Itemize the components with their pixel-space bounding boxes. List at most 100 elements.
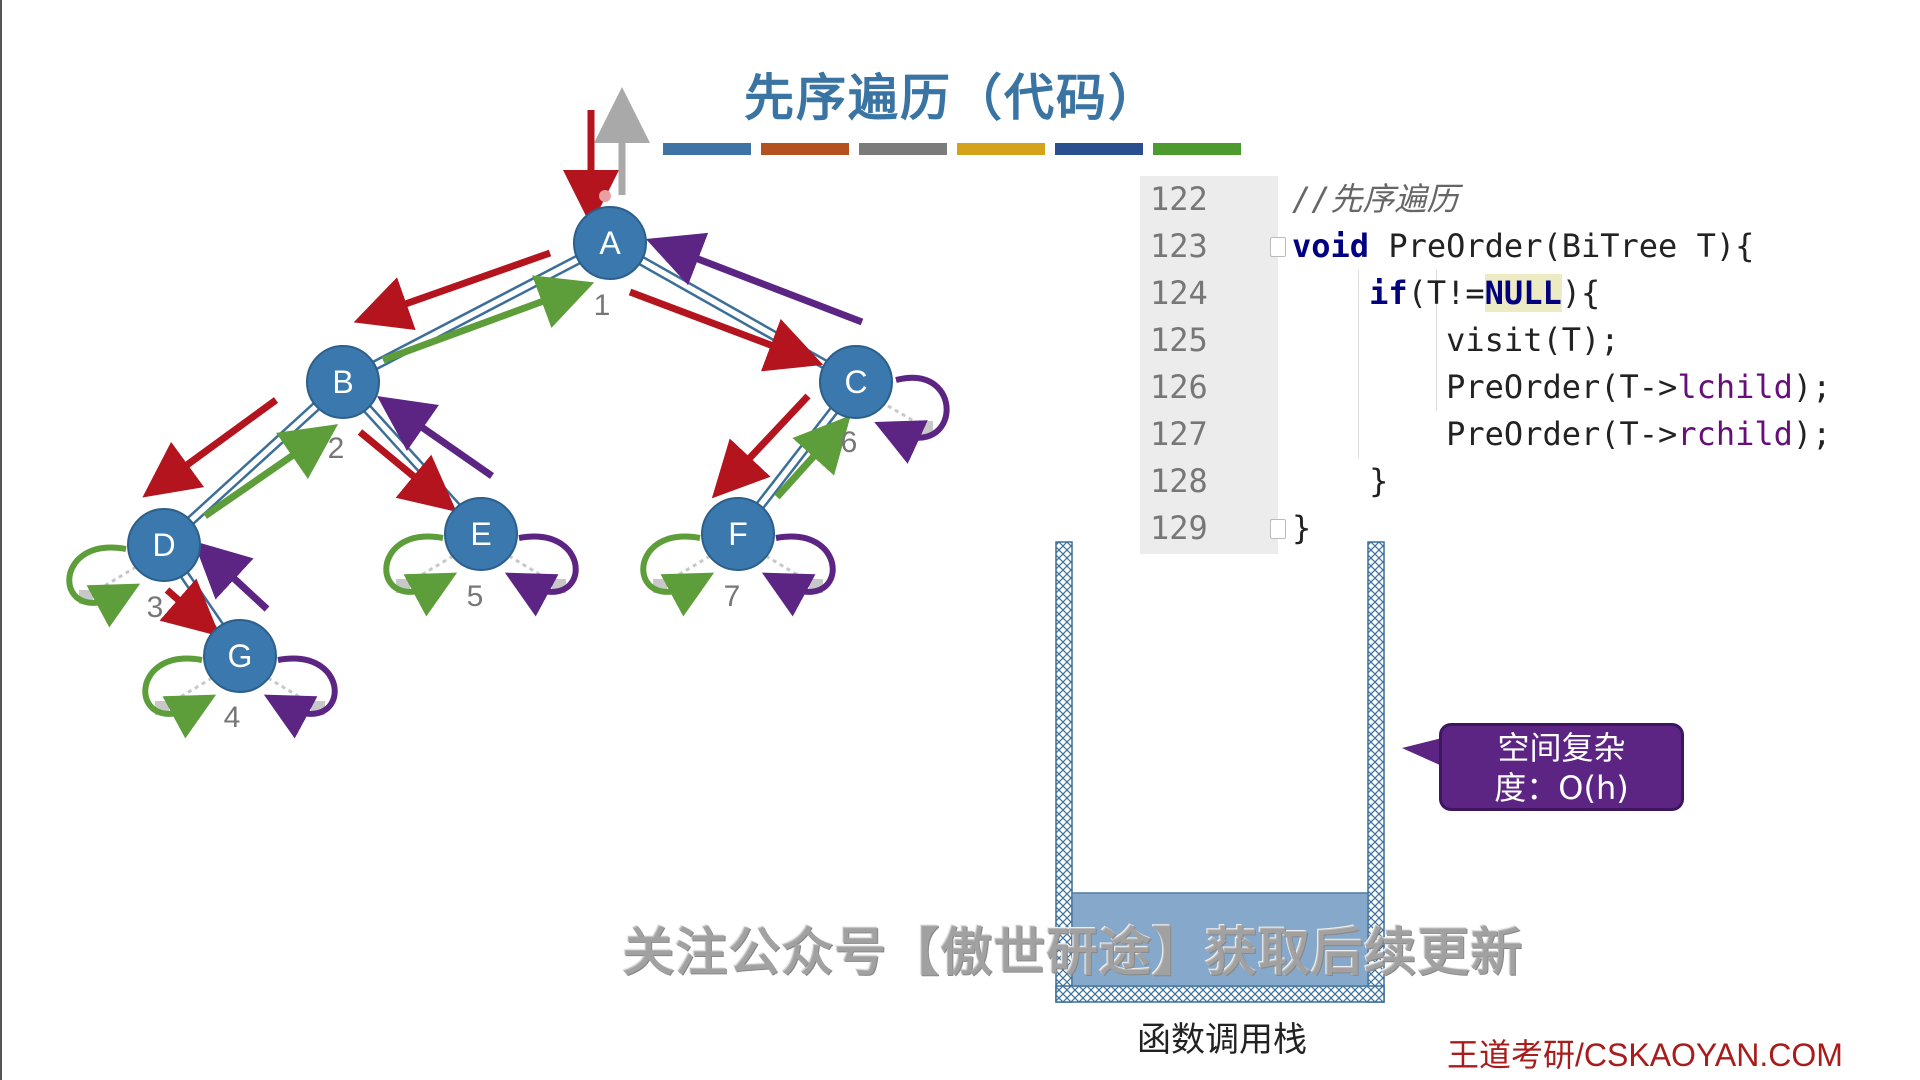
- line-number: 126: [1150, 368, 1208, 406]
- visit-order-E: 5: [467, 580, 484, 613]
- edge-A-B: [340, 238, 609, 380]
- slide-title: 先序遍历（代码）: [744, 68, 1160, 127]
- fold-marker-icon[interactable]: [1270, 237, 1286, 257]
- line-number: 125: [1150, 321, 1208, 359]
- tree-node-label-E: E: [470, 516, 491, 552]
- function-call-stack: [1055, 541, 1385, 1003]
- code-text: PreOrder(T->rchild);: [1292, 415, 1832, 453]
- tree-node-label-B: B: [332, 364, 353, 400]
- tree-node-E: [444, 497, 518, 571]
- color-stripe-3: [859, 143, 947, 155]
- descend-arrow-B-E: [357, 429, 457, 512]
- tree-node-label-C: C: [844, 364, 867, 400]
- visit-order-A: 1: [594, 289, 611, 322]
- line-number: 123: [1150, 227, 1208, 265]
- descend-arrow-A-B: [353, 249, 552, 331]
- tree-node-C: [819, 345, 893, 419]
- tree-node-label-A: A: [599, 225, 621, 261]
- code-text: }: [1292, 462, 1389, 500]
- null-loop-F-left-null-link: [659, 554, 711, 588]
- code-line-126: 126 PreOrder(T->lchild);: [1140, 364, 1860, 411]
- line-number: 122: [1150, 180, 1208, 218]
- code-line-125: 125 visit(T);: [1140, 317, 1860, 364]
- stack-caption: 函数调用栈: [1137, 1020, 1307, 1060]
- code-line-127: 127 PreOrder(T->rchild);: [1140, 411, 1860, 458]
- tree-node-label-D: D: [152, 527, 175, 563]
- null-loop-F-left: [640, 533, 715, 617]
- edge-B-D: [160, 378, 342, 543]
- visit-order-C: 6: [841, 426, 858, 459]
- traversal-arrows: [66, 87, 950, 739]
- ascend-arrow-F-C: [774, 415, 851, 500]
- tree-node-label-G: G: [228, 638, 253, 674]
- space-complexity-callout: 空间复杂 度：O(h): [1439, 723, 1684, 811]
- descend-arrow-C-F: [711, 393, 811, 499]
- edge-A-B-inner: [344, 245, 613, 387]
- code-line-122: 122 //先序遍历: [1140, 176, 1860, 223]
- return-arrow-C-A: [645, 232, 864, 326]
- brand-footer: 王道考研/CSKAOYAN.COM: [1447, 1037, 1843, 1073]
- null-loop-G-right-null-link: [267, 676, 319, 710]
- color-stripe-4: [957, 143, 1045, 155]
- null-loop-G-left: [142, 655, 217, 739]
- fold-marker-icon[interactable]: [1270, 519, 1286, 539]
- subtitle-watermark: 关注公众号【傲世研途】获取后续更新: [622, 923, 1524, 983]
- code-editor-panel: 122 //先序遍历 123 void PreOrder(BiTree T){ 124 …: [1140, 176, 1860, 554]
- tree-node-F: [701, 497, 775, 571]
- line-number: 127: [1150, 415, 1208, 453]
- color-stripe-5: [1055, 143, 1143, 155]
- ascend-arrow-D-B: [203, 424, 339, 519]
- color-stripe-bar: [663, 143, 1251, 155]
- visit-order-G: 4: [224, 701, 241, 734]
- return-arrow-G-D: [193, 540, 270, 612]
- descend-arrow-A-C: [628, 288, 824, 372]
- indent-guide: [1436, 270, 1437, 411]
- callout-line-2: 度：O(h): [1494, 769, 1629, 807]
- line-number-gutter: [1140, 176, 1278, 554]
- tree-node-label-F: F: [728, 516, 748, 552]
- null-loop-E-left-null-link: [402, 554, 454, 588]
- code-line-129: 129}: [1140, 505, 1860, 552]
- tree-node-B: [306, 345, 380, 419]
- line-number: 128: [1150, 462, 1208, 500]
- code-text: if(T!=NULL){: [1369, 274, 1601, 312]
- visit-order-B: 2: [328, 432, 345, 465]
- null-loop-D-left: [66, 544, 141, 628]
- return-arrow-E-B: [377, 396, 494, 479]
- code-line-124: 124 if(T!=NULL){: [1140, 270, 1860, 317]
- code-text: visit(T);: [1292, 321, 1620, 359]
- color-stripe-1: [663, 143, 751, 155]
- edge-B-D-inner: [165, 384, 347, 549]
- visit-order-F: 7: [724, 580, 741, 613]
- code-text: //先序遍历: [1292, 180, 1459, 218]
- null-loop-E-right-null-link: [508, 554, 560, 588]
- code-text: void PreOrder(BiTree T){: [1292, 227, 1755, 265]
- null-loop-G-left-null-link: [161, 676, 213, 710]
- entry-dot: [599, 190, 611, 202]
- line-number: 124: [1150, 274, 1208, 312]
- descend-arrow-D-G: [159, 578, 221, 637]
- null-loop-E-left: [383, 533, 458, 617]
- stack-frame: [1071, 892, 1369, 987]
- null-loop-E-right: [504, 533, 579, 617]
- indent-guide: [1358, 270, 1359, 458]
- tree-node-D: [127, 508, 201, 582]
- callout-line-1: 空间复杂: [1497, 729, 1626, 767]
- callout-tail: [1402, 738, 1442, 766]
- line-number: 129: [1150, 509, 1208, 547]
- null-loop-F-right: [761, 533, 836, 617]
- edge-A-C: [607, 245, 855, 387]
- stack-bottom: [1055, 985, 1385, 1003]
- null-loop-G-right: [263, 655, 338, 739]
- code-text: }: [1292, 509, 1312, 547]
- tree-node-A: [573, 206, 647, 280]
- null-loop-F-right-null-link: [765, 554, 817, 588]
- null-loop-C-right: [874, 374, 950, 464]
- code-line-123: 123 void PreOrder(BiTree T){: [1140, 223, 1860, 270]
- ascend-arrow-B-A: [381, 275, 595, 364]
- null-loop-D-left-null-link: [85, 565, 137, 599]
- color-stripe-2: [761, 143, 849, 155]
